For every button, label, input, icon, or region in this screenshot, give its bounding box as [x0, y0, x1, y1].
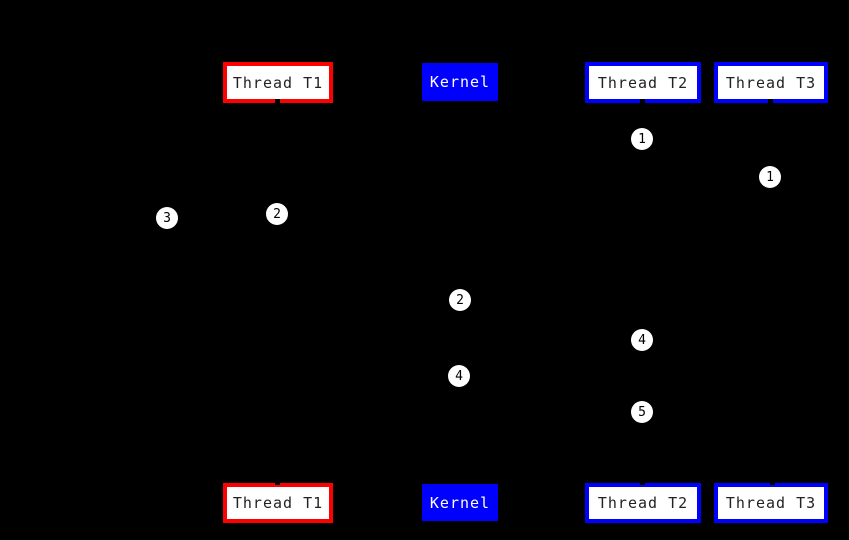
box-label: Thread T2	[597, 494, 689, 512]
lifeline-stub	[768, 99, 773, 106]
box-thread-t1-top: Thread T1	[223, 62, 333, 103]
step-marker-3-left: 3	[156, 207, 178, 229]
box-label: Thread T3	[725, 73, 817, 92]
lifeline-stub	[640, 478, 645, 485]
step-marker-5-thread-t2: 5	[631, 401, 653, 423]
box-label: Kernel	[429, 73, 491, 91]
lifeline-stub	[770, 478, 775, 485]
lifeline-thread-t3	[770, 103, 772, 483]
box-thread-t3-bottom: Thread T3	[714, 483, 828, 523]
box-label: Thread T3	[725, 494, 817, 512]
box-label: Kernel	[429, 493, 491, 512]
box-kernel-bottom: Kernel	[422, 484, 498, 521]
step-marker-2-kernel: 2	[449, 289, 471, 311]
box-thread-t3-top: Thread T3	[714, 62, 828, 103]
lifeline-stub	[640, 99, 645, 106]
box-thread-t2-top: Thread T2	[585, 62, 701, 103]
step-marker-1-thread-t3: 1	[759, 166, 781, 188]
box-thread-t1-bottom: Thread T1	[223, 483, 333, 523]
box-thread-t2-bottom: Thread T2	[585, 483, 701, 523]
lifeline-stub	[275, 99, 280, 106]
lifeline-thread-t1	[277, 103, 279, 483]
step-marker-1-thread-t2: 1	[631, 128, 653, 150]
box-label: Thread T1	[232, 494, 324, 512]
box-label: Thread T1	[232, 73, 324, 92]
box-label: Thread T2	[597, 73, 689, 92]
step-marker-4-thread-t2: 4	[631, 329, 653, 351]
step-marker-2-thread-t1: 2	[266, 203, 288, 225]
lifeline-stub	[275, 478, 280, 485]
step-marker-4-kernel: 4	[448, 365, 470, 387]
box-kernel-top: Kernel	[422, 63, 498, 101]
lifeline-thread-t2	[642, 103, 644, 483]
